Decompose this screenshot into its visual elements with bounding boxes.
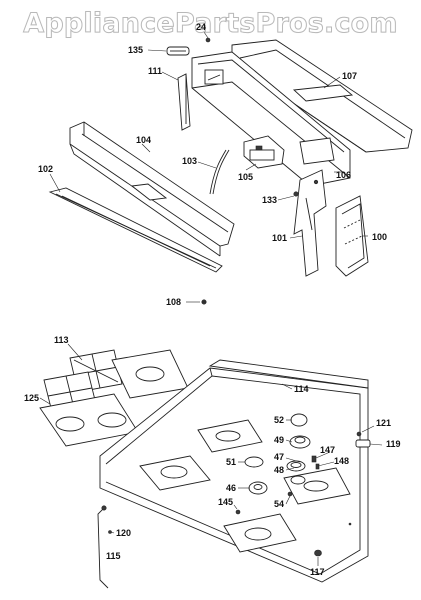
label-145: 145 [218, 497, 233, 507]
label-102: 102 [38, 164, 53, 174]
label-107: 107 [342, 71, 357, 81]
part-number-labels: 24 135 111 107 104 103 102 105 106 133 1… [24, 22, 401, 577]
side-support-101 [293, 169, 327, 277]
control-panel-housing [191, 51, 351, 187]
label-113: 113 [54, 335, 69, 345]
label-101: 101 [272, 233, 287, 243]
label-147: 147 [320, 445, 335, 455]
label-120: 120 [116, 528, 131, 538]
label-148: 148 [334, 456, 349, 466]
label-117: 117 [310, 567, 325, 577]
label-47: 47 [274, 452, 284, 462]
wire-harness [209, 149, 230, 195]
right-side-parts [355, 431, 371, 448]
label-52: 52 [274, 415, 284, 425]
screw-24 [205, 37, 211, 43]
label-119: 119 [386, 439, 401, 449]
label-51: 51 [226, 457, 236, 467]
ignitor-parts [287, 455, 320, 497]
label-54: 54 [274, 499, 284, 509]
side-trim-100 [335, 195, 369, 277]
label-100: 100 [372, 232, 387, 242]
screw-133 [293, 191, 299, 197]
leader-lines [39, 31, 383, 566]
label-46: 46 [226, 483, 236, 493]
label-104: 104 [136, 135, 151, 145]
label-115: 115 [106, 551, 121, 561]
label-49: 49 [274, 435, 284, 445]
leveling-foot [314, 549, 322, 557]
label-114: 114 [294, 384, 309, 394]
label-106: 106 [336, 170, 351, 180]
side-bracket [177, 73, 191, 131]
label-48: 48 [274, 465, 284, 475]
label-133: 133 [262, 195, 277, 205]
screw-145 [235, 509, 241, 515]
label-135: 135 [128, 45, 143, 55]
watermark-text: AppliancePartsPros.com [23, 8, 398, 40]
clock-timer [243, 135, 285, 169]
label-125: 125 [24, 393, 39, 403]
bottom-trim [48, 187, 223, 273]
label-105: 105 [238, 172, 253, 182]
label-121: 121 [376, 418, 391, 428]
label-108: 108 [166, 297, 181, 307]
label-111: 111 [148, 66, 162, 76]
label-103: 103 [182, 156, 197, 166]
main-backguard-panel [69, 121, 235, 257]
support-rod [97, 505, 112, 589]
label-24: 24 [196, 22, 206, 32]
screw-108 [201, 299, 207, 305]
end-cap [166, 46, 190, 56]
